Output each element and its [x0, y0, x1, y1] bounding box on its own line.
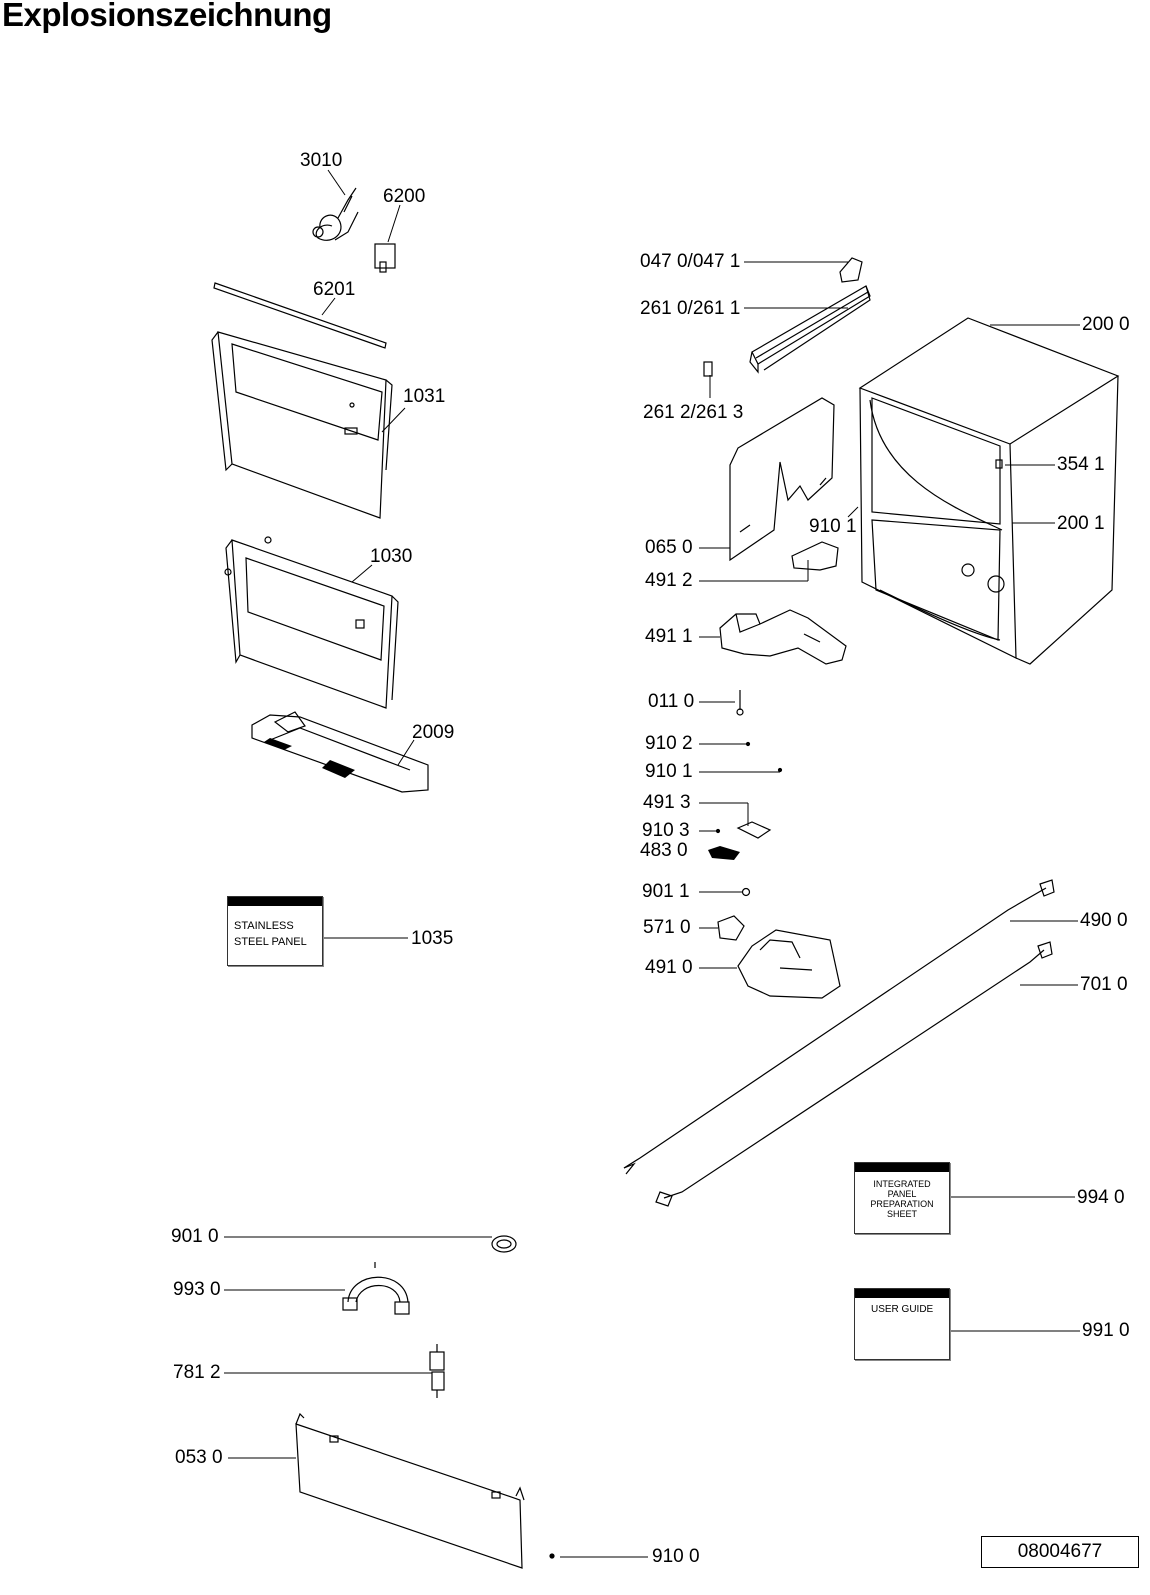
- label-4911: 491 1: [645, 626, 693, 647]
- part-4913: [736, 821, 772, 839]
- label-4830: 483 0: [640, 840, 688, 861]
- sheet-header-bar: [228, 897, 322, 906]
- leader-lines: [224, 169, 1080, 1558]
- label-9910: 991 0: [1082, 1320, 1130, 1341]
- label-2000: 200 0: [1082, 314, 1130, 335]
- power-cord-4900: [623, 879, 1055, 1175]
- bracket-2009: [251, 711, 429, 793]
- part-9011: [741, 887, 751, 897]
- label-4910: 491 0: [645, 957, 693, 978]
- stainless-sheet-text: STAINLESS STEEL PANEL: [234, 920, 307, 948]
- sheet-header-bar: [855, 1289, 949, 1298]
- label-9101-upper: 910 1: [809, 516, 857, 537]
- base-4910: [737, 929, 841, 999]
- label-2612: 261 2/261 3: [643, 402, 744, 423]
- panel-1031: [211, 331, 393, 519]
- label-9103: 910 3: [642, 820, 690, 841]
- valve-5710: [717, 915, 745, 941]
- integrated-panel-sheet: INTEGRATED PANEL PREPARATION SHEET: [854, 1162, 950, 1234]
- kickplate-0530: [295, 1412, 525, 1569]
- label-7812: 781 2: [173, 1362, 221, 1383]
- connector-7812: [429, 1344, 445, 1398]
- label-6200: 6200: [383, 186, 426, 207]
- label-0470: 047 0/047 1: [640, 251, 741, 272]
- label-1031: 1031: [403, 386, 446, 407]
- part-4830: [708, 846, 740, 860]
- label-2001: 200 1: [1057, 513, 1105, 534]
- document-number: 08004677: [981, 1536, 1139, 1568]
- wiring-harness-3010: [312, 187, 359, 241]
- bracket-4912: [791, 541, 839, 571]
- switch-6200: [374, 243, 396, 273]
- screw-9100: [549, 1553, 555, 1559]
- pin-0110: [736, 690, 744, 716]
- label-7010: 701 0: [1080, 974, 1128, 995]
- screw-9102: [745, 741, 751, 747]
- label-9940: 994 0: [1077, 1187, 1125, 1208]
- screw-9101: [777, 767, 783, 773]
- clamp-9010: [491, 1235, 517, 1253]
- page-title: Explosionszeichnung: [2, 0, 332, 33]
- sheet-header-bar: [855, 1163, 949, 1172]
- housing-4911: [719, 609, 847, 665]
- rail-261: [749, 285, 871, 374]
- label-4900: 490 0: [1080, 910, 1128, 931]
- label-4913: 491 3: [643, 792, 691, 813]
- label-3541: 354 1: [1057, 454, 1105, 475]
- label-1035: 1035: [411, 928, 454, 949]
- strip-6201: [213, 282, 387, 349]
- tub-2000: [858, 317, 1120, 665]
- label-0650: 065 0: [645, 537, 693, 558]
- panel-1030: [224, 536, 399, 709]
- label-9010: 901 0: [171, 1226, 219, 1247]
- clip-2612: [703, 361, 713, 377]
- label-9102: 910 2: [645, 733, 693, 754]
- hinge-047: [839, 257, 863, 283]
- integrated-sheet-text: INTEGRATED PANEL PREPARATION SHEET: [870, 1179, 934, 1219]
- label-9930: 993 0: [173, 1279, 221, 1300]
- screw-9103: [715, 828, 721, 834]
- label-0110: 011 0: [648, 691, 695, 712]
- user-guide-sheet: USER GUIDE: [854, 1288, 950, 1360]
- label-9100: 910 0: [652, 1546, 700, 1567]
- user-guide-text: USER GUIDE: [871, 1304, 934, 1315]
- label-9011: 901 1: [642, 881, 690, 902]
- label-0530: 053 0: [175, 1447, 223, 1468]
- label-4912: 491 2: [645, 570, 693, 591]
- label-2610: 261 0/261 1: [640, 298, 741, 319]
- side-panel-065: [729, 397, 835, 562]
- hose-7010: [655, 941, 1053, 1207]
- label-1030: 1030: [370, 546, 413, 567]
- hose-guide-9930: [342, 1262, 410, 1315]
- label-3010: 3010: [300, 150, 343, 171]
- label-2009: 2009: [412, 722, 455, 743]
- label-6201: 6201: [313, 279, 356, 300]
- stainless-panel-sheet: STAINLESS STEEL PANEL: [227, 896, 323, 966]
- label-9101-lower: 910 1: [645, 761, 693, 782]
- label-5710: 571 0: [643, 917, 691, 938]
